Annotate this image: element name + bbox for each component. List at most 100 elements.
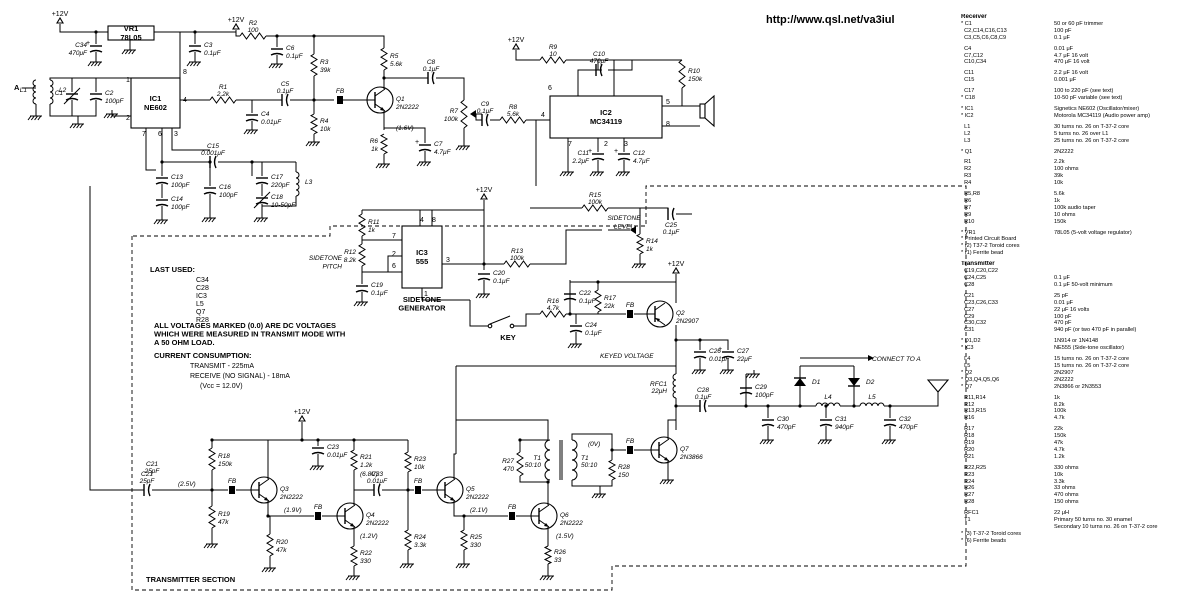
ground-hatch (570, 343, 575, 349)
ground-symbol (631, 260, 646, 269)
resistor-ref: R17 (604, 295, 616, 302)
transistor-ref: Q6 (560, 512, 569, 519)
ground-hatch (253, 217, 258, 223)
ground-hatch (278, 63, 283, 69)
resistor-r15 (581, 204, 609, 212)
ground-hatch (719, 369, 724, 375)
resistor-ref: R10 (688, 68, 700, 75)
capacitor-value: 470pF (899, 424, 918, 431)
ground-hatch (729, 369, 734, 375)
transmitter-section-title: TRANSMITTER SECTION (146, 575, 235, 584)
potentiometer-wiper (470, 110, 476, 118)
resistor-r24 (403, 529, 413, 551)
parts-list-ref: C28 (961, 281, 975, 288)
speaker-cone (704, 94, 715, 128)
ground-hatch (455, 563, 460, 569)
wire (421, 288, 470, 301)
pin-number: 3 (446, 257, 450, 264)
resistor-r3 (310, 53, 318, 77)
ground-hatch (345, 575, 350, 581)
junction-dot (596, 280, 600, 284)
parts-list-ref: R18 (961, 433, 975, 440)
transistor-ref: Q3 (280, 486, 289, 493)
ground-hatch (356, 301, 361, 307)
pin-number: 8 (432, 217, 436, 224)
parts-list-value: 0.001 μF (1054, 77, 1077, 84)
antenna-input-a: A (14, 83, 20, 92)
capacitor-ref: C17 (271, 174, 283, 181)
ground-hatch (243, 129, 248, 135)
ground-hatch (615, 171, 620, 177)
voltage-note: ALL VOLTAGES MARKED (0.0) ARE DC VOLTAGE… (154, 321, 336, 330)
resistor-ref: R19 (218, 511, 230, 518)
parts-list-ref: R7 (961, 204, 972, 211)
inductor-l3 (295, 171, 300, 197)
ferrite-bead-label: FB (228, 478, 237, 485)
ground-hatch (455, 145, 460, 151)
ground-hatch (691, 369, 696, 375)
ground-hatch (409, 563, 414, 569)
ground-hatch (559, 171, 564, 177)
capacitor-value: 4.7μF (434, 149, 452, 156)
parts-list-ref: * (6) Ferrite beads (961, 537, 1007, 544)
wire (235, 30, 240, 37)
parts-list-ref: C11 (961, 70, 974, 77)
wire (436, 77, 465, 100)
capacitor-value: 100pF (105, 98, 124, 105)
voltage-reading: (1.2V) (360, 533, 378, 540)
wire (453, 501, 508, 517)
parts-list-row: * (6) Ferrite beads (961, 538, 1195, 545)
resistor-ref: R7 (450, 108, 459, 115)
wire (361, 266, 402, 273)
source-url[interactable]: http://www.qsl.net/va3iul (766, 14, 895, 26)
parts-list-ref: R16 (961, 415, 975, 422)
ground-hatch (458, 563, 463, 569)
ic-ref: IC2 (600, 108, 612, 117)
ground-symbol (455, 560, 470, 569)
ground-hatch (275, 63, 280, 69)
capacitor-plate (418, 148, 432, 152)
parts-list-ref: C21 (961, 292, 975, 299)
vcc-arrow (672, 266, 680, 274)
trimmer-arrow (253, 191, 271, 209)
capacitor-value: 470pF (777, 424, 796, 431)
ground-hatch (312, 465, 317, 471)
polarity-mark: + (415, 139, 419, 146)
inductor-ref: T1 (533, 455, 541, 462)
ground-hatch (113, 113, 118, 119)
capacitor-plate (693, 355, 707, 359)
ic-ref: VR1 (124, 24, 139, 33)
ground-hatch (820, 439, 825, 445)
ground-hatch (462, 145, 467, 151)
capacitor-ref: C23 (327, 444, 339, 451)
capacitor-ref: C10 (593, 51, 605, 58)
parts-list-value: 0.01 μF (1054, 45, 1074, 52)
parts-list-ref: R23 (961, 471, 975, 478)
capacitor-ref: C21 (141, 471, 153, 478)
ground-hatch (539, 575, 544, 581)
parts-list-value: 150k (1054, 218, 1067, 225)
ground-hatch (90, 61, 95, 67)
parts-list-value: 1N914 or 1N4148 (1054, 338, 1099, 345)
resistor-r26 (543, 545, 553, 565)
parts-list-ref: C17 (961, 88, 975, 95)
parts-list-ref: * IC3 (961, 345, 974, 352)
ground-hatch (549, 575, 554, 581)
ground-hatch (268, 567, 273, 573)
junction-dot (674, 404, 678, 408)
pin-number: 2 (126, 115, 130, 122)
transistor-q7 (646, 436, 678, 464)
ground-hatch (103, 113, 108, 119)
junction-dot (888, 404, 892, 408)
capacitor-ref: C14 (171, 196, 183, 203)
ground-hatch (309, 465, 314, 471)
key-contact (509, 323, 515, 329)
